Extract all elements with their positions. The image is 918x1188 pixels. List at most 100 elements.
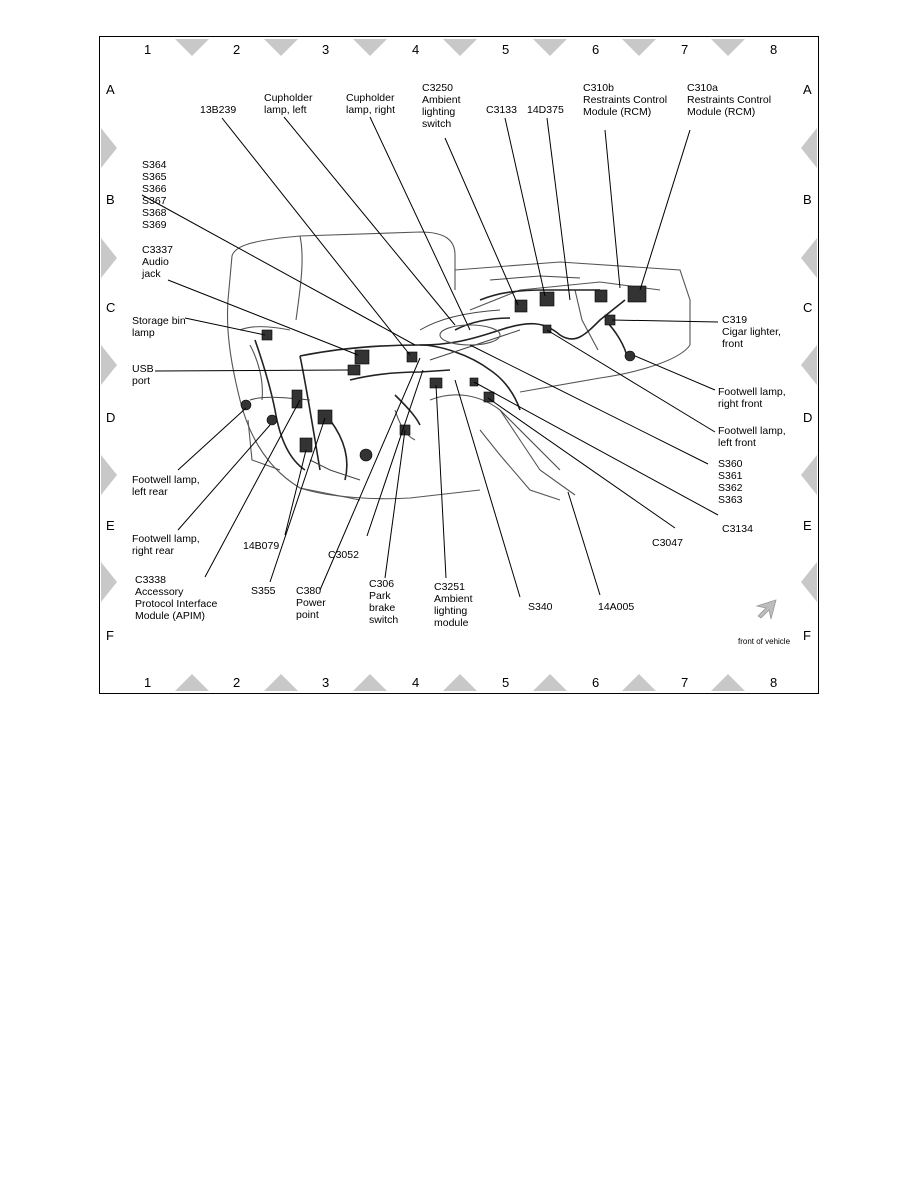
label-c3251-4: module [434,617,469,629]
label-c3052: C3052 [328,549,359,561]
diagram-frame [99,36,819,694]
row-label: D [106,410,115,425]
connector-c3338 [291,389,303,409]
front-of-vehicle-indicator: front of vehicle [738,599,791,646]
column-labels-top: 1 2 3 4 5 6 7 8 [144,42,777,57]
footwell-lamp-left-front [542,324,552,334]
label-cupholder-right-2: lamp, right [346,104,395,116]
label-s361: S361 [718,470,743,482]
connector-s355 [317,409,333,425]
label-c310b-2: Restraints Control [583,94,667,106]
connector-c3337 [354,349,370,365]
label-fw-lf-2: left front [718,437,756,449]
row-label: D [803,410,812,425]
row-labels-right: A B C D E F [803,82,812,643]
col-label: 6 [592,42,599,57]
col-label: 2 [233,675,240,690]
label-fw-rr-1: Footwell lamp, [132,533,200,545]
label-fw-rr-2: right rear [132,545,175,557]
label-s367: S367 [142,195,167,207]
label-c306-4: switch [369,614,398,626]
label-c3251-3: lighting [434,605,467,617]
connector-c310b [594,289,608,303]
label-c3250-2: Ambient [422,94,461,106]
col-label: 8 [770,42,777,57]
leader-lines [141,116,719,598]
col-label: 7 [681,675,688,690]
label-c310b-3: Module (RCM) [583,106,651,118]
label-c319-1: C319 [722,314,747,326]
label-14d375: 14D375 [527,104,564,116]
right-grid-markers [801,128,817,602]
row-label: E [803,518,812,533]
label-c310b-1: C310b [583,82,614,94]
label-cupholder-left-1: Cupholder [264,92,313,104]
label-c3338-1: C3338 [135,574,166,586]
col-label: 4 [412,42,419,57]
row-label: A [803,82,812,97]
row-label: F [803,628,811,643]
wire-harness [249,275,629,481]
label-c3133: C3133 [486,104,517,116]
label-c3047: C3047 [652,537,683,549]
label-s362: S362 [718,482,743,494]
label-s360: S360 [718,458,743,470]
row-label: F [106,628,114,643]
label-fw-lf-1: Footwell lamp, [718,425,786,437]
connector-c3250 [514,299,528,313]
label-c3251-2: Ambient [434,593,473,605]
label-c3338-2: Accessory [135,586,184,598]
label-storage-2: lamp [132,327,155,339]
label-c306-2: Park [369,590,391,602]
footwell-lamp-right-rear [266,414,278,426]
label-s366: S366 [142,183,167,195]
col-label: 5 [502,675,509,690]
label-usb-2: port [132,375,150,387]
label-s340: S340 [528,601,553,613]
col-label: 1 [144,675,151,690]
label-storage-1: Storage bin [132,315,186,327]
label-fw-lr-1: Footwell lamp, [132,474,200,486]
arrow-up-right-icon [755,599,777,620]
column-labels-bottom: 1 2 3 4 5 6 7 8 [144,675,777,690]
label-c319-3: front [722,338,743,350]
left-grid-markers [101,128,117,602]
bottom-grid-markers [175,674,745,691]
storage-bin-lamp [261,329,273,341]
col-label: 3 [322,42,329,57]
label-c3337-1: C3337 [142,244,173,256]
label-c3338-3: Protocol Interface [135,598,217,610]
label-c3251-1: C3251 [434,581,465,593]
label-s368: S368 [142,207,167,219]
row-label: B [106,192,115,207]
connector-13b239 [406,351,418,363]
label-c3337-2: Audio [142,256,169,268]
connector-usb [347,364,361,376]
label-c310a-2: Restraints Control [687,94,771,106]
label-s355: S355 [251,585,276,597]
label-14b079: 14B079 [243,540,279,552]
label-c3250-1: C3250 [422,82,453,94]
label-13b239: 13B239 [200,104,236,116]
label-c319-2: Cigar lighter, [722,326,781,338]
col-label: 8 [770,675,777,690]
col-label: 2 [233,42,240,57]
col-label: 6 [592,675,599,690]
connector-c310a [627,285,647,303]
label-c380-1: C380 [296,585,321,597]
connector-c3133 [539,291,555,307]
footwell-lamp-right-front [624,350,636,362]
row-label: C [803,300,812,315]
label-14a005: 14A005 [598,601,634,613]
label-c3250-3: lighting [422,106,455,118]
label-c306-1: C306 [369,578,394,590]
col-label: 3 [322,675,329,690]
label-c310a-1: C310a [687,82,718,94]
col-label: 4 [412,675,419,690]
label-c380-2: Power [296,597,326,609]
label-front-of-vehicle: front of vehicle [738,637,791,646]
top-grid-markers [175,39,745,56]
connector-c3047 [483,391,495,403]
label-c3337-3: jack [141,268,161,280]
